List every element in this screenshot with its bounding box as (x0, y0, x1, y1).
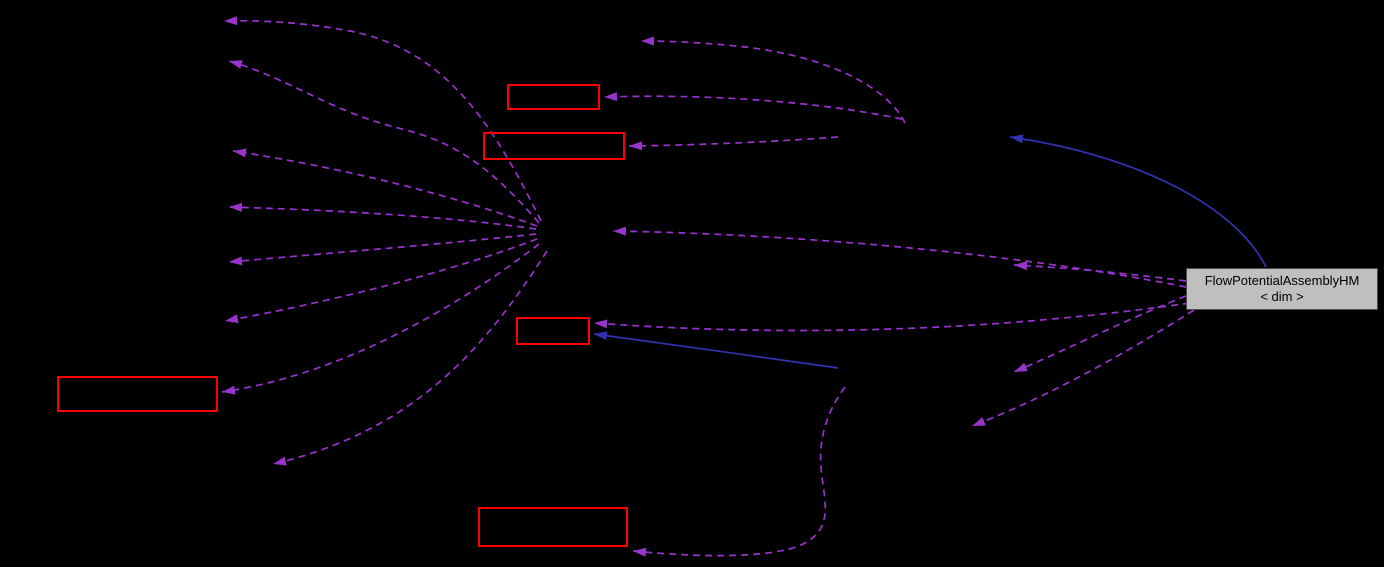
dependency-edge (232, 148, 538, 227)
dependency-edge (603, 92, 903, 120)
main-class-node: FlowPotentialAssemblyHM < dim > (1186, 268, 1378, 310)
dependency-edge (221, 243, 540, 395)
inheritance-edge (593, 331, 839, 369)
main-class-template-param: < dim > (1260, 289, 1304, 304)
related-class-node-3[interactable] (516, 317, 590, 345)
related-class-node-1[interactable] (507, 84, 600, 110)
dependency-edge (593, 302, 1191, 332)
related-class-node-4[interactable] (57, 376, 218, 412)
dependency-edge (272, 250, 548, 466)
dependency-edge (228, 233, 537, 266)
dependency-edge (632, 386, 846, 557)
dependency-edge (223, 16, 542, 222)
dependency-edge (612, 226, 1187, 288)
main-class-label: FlowPotentialAssemblyHM (1204, 272, 1360, 288)
dependency-edge (971, 309, 1195, 427)
related-class-node-5[interactable] (478, 507, 628, 547)
dependency-edge (224, 238, 538, 324)
dependency-edge (228, 60, 540, 224)
related-class-node-2[interactable] (483, 132, 625, 160)
inheritance-edge (1009, 134, 1267, 268)
dependency-edge (628, 136, 839, 151)
dependency-edge (1013, 261, 1187, 282)
dependency-edge (1013, 295, 1187, 373)
dependency-edge (640, 36, 906, 124)
dependency-edge (228, 202, 537, 230)
